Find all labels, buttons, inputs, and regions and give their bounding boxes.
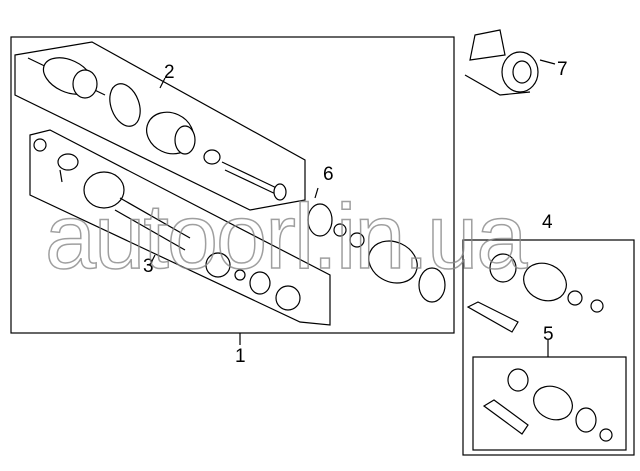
- callout-1: 1: [235, 346, 246, 367]
- bearing: [205, 252, 231, 278]
- boot-clamp: [489, 253, 517, 283]
- boot-clamp-large: [418, 267, 446, 303]
- group-2-outline: [14, 41, 306, 211]
- boot-clamp-large: [109, 83, 141, 127]
- outer-cv-joint: [27, 57, 106, 99]
- boot-clamp-small: [203, 149, 221, 165]
- clamp: [575, 407, 597, 433]
- clamp: [349, 232, 365, 248]
- tripod-joint: [57, 153, 79, 183]
- boot: [533, 385, 573, 421]
- watermark: autoorl.in.ua: [45, 186, 528, 288]
- callout-6: 6: [323, 164, 334, 185]
- grease-tube: [466, 301, 519, 333]
- circlip: [234, 269, 246, 281]
- axle-shaft: [221, 161, 287, 201]
- oil-seal: [275, 285, 301, 311]
- snap-ring: [599, 428, 613, 442]
- callout-3: 3: [143, 256, 154, 277]
- group-5-frame: [472, 356, 627, 451]
- outer-boot: [146, 111, 196, 155]
- main-assembly-frame: [10, 36, 455, 334]
- grease-tube: [482, 399, 529, 435]
- group-4-frame: [462, 239, 635, 456]
- inner-cv-housing: [83, 171, 191, 251]
- group-3-outline: [29, 129, 331, 326]
- callout-5: 5: [543, 324, 554, 345]
- inner-boot: [368, 240, 418, 284]
- snap-ring: [33, 138, 47, 152]
- callout-2: 2: [164, 62, 175, 83]
- callout-7: 7: [557, 59, 568, 80]
- clamp: [590, 299, 604, 313]
- callout-4: 4: [542, 212, 553, 233]
- boot: [523, 262, 567, 302]
- boot-clamp: [507, 368, 529, 392]
- seal-ring: [249, 271, 271, 295]
- clamp: [333, 223, 347, 237]
- inner-joint-part-6: [307, 203, 333, 237]
- clamp: [567, 290, 583, 306]
- bracket-part-7: [464, 29, 539, 96]
